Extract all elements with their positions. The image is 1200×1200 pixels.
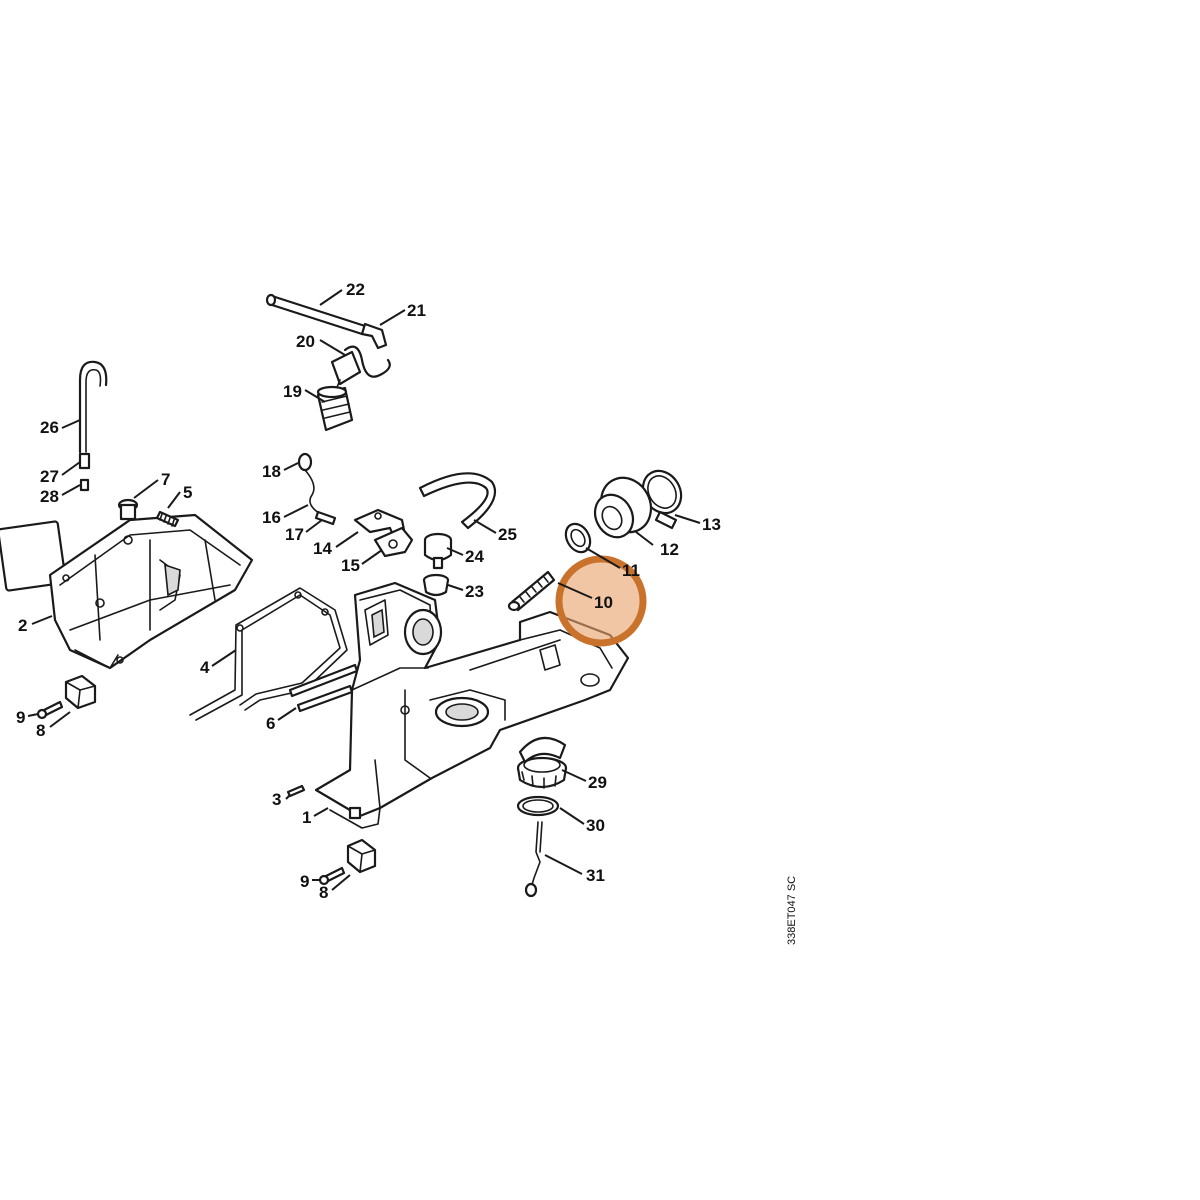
label-22[interactable]: 22 <box>346 280 365 299</box>
part-25-tube[interactable] <box>418 472 497 530</box>
part-31-oil-pickup[interactable] <box>524 821 543 898</box>
label-11[interactable]: 11 <box>622 561 640 580</box>
label-28[interactable]: 28 <box>40 487 59 506</box>
label-5[interactable]: 5 <box>183 483 192 502</box>
part-23-grommet[interactable] <box>422 573 450 597</box>
label-16[interactable]: 16 <box>262 508 281 527</box>
part-12-manifold[interactable] <box>588 469 661 544</box>
part-16-cable[interactable] <box>304 469 323 516</box>
part-19-fuel-filter[interactable] <box>316 385 354 432</box>
part-15-clip[interactable] <box>373 526 414 558</box>
label-18[interactable]: 18 <box>262 462 281 481</box>
part-17-sleeve[interactable] <box>314 510 337 526</box>
part-9-screw-upper[interactable] <box>36 700 64 720</box>
part-1-main-housing[interactable] <box>314 581 630 829</box>
label-17[interactable]: 17 <box>285 525 304 544</box>
label-15[interactable]: 15 <box>341 556 360 575</box>
part-13-hose-clamp[interactable] <box>635 464 688 530</box>
label-9-upper[interactable]: 9 <box>16 708 25 727</box>
part-29-oil-cap[interactable] <box>516 736 568 789</box>
label-9-lower[interactable]: 9 <box>300 872 309 891</box>
callout-labels: 22 21 20 19 26 27 28 7 5 18 16 17 14 15 … <box>16 280 721 902</box>
label-26[interactable]: 26 <box>40 418 59 437</box>
part-20-hose-section[interactable] <box>324 345 391 393</box>
leader-lines <box>27 289 701 891</box>
label-31[interactable]: 31 <box>586 866 605 885</box>
label-10[interactable]: 10 <box>594 593 613 612</box>
part-8-damper-lower[interactable] <box>346 838 377 874</box>
label-2[interactable]: 2 <box>18 616 27 635</box>
label-8-lower[interactable]: 8 <box>319 883 328 902</box>
part-8-damper-upper[interactable] <box>64 674 97 710</box>
part-11-gasket-ring[interactable] <box>561 520 595 557</box>
label-7[interactable]: 7 <box>161 470 170 489</box>
part-7-bolt[interactable] <box>117 498 139 521</box>
label-12[interactable]: 12 <box>660 540 679 559</box>
part-22-hose[interactable] <box>265 293 367 336</box>
label-19[interactable]: 19 <box>283 382 302 401</box>
part-10-fitting[interactable] <box>507 570 556 612</box>
label-4[interactable]: 4 <box>200 658 210 677</box>
part-2-housing[interactable] <box>0 513 254 670</box>
part-9-screw-lower[interactable] <box>318 866 346 886</box>
part-18-cable-end[interactable] <box>297 452 313 472</box>
part-30-o-ring[interactable] <box>516 795 560 817</box>
highlight-circle-part-10 <box>555 555 647 647</box>
label-1[interactable]: 1 <box>302 808 311 827</box>
label-29[interactable]: 29 <box>588 773 607 792</box>
label-25[interactable]: 25 <box>498 525 517 544</box>
label-14[interactable]: 14 <box>313 539 332 558</box>
part-26-pickup-tube[interactable] <box>78 360 108 492</box>
label-3[interactable]: 3 <box>272 790 281 809</box>
label-21[interactable]: 21 <box>407 301 426 320</box>
part-5-screw[interactable] <box>155 510 180 528</box>
label-6[interactable]: 6 <box>266 714 275 733</box>
label-20[interactable]: 20 <box>296 332 315 351</box>
label-24[interactable]: 24 <box>465 547 484 566</box>
part-3-pin[interactable] <box>286 784 306 798</box>
label-23[interactable]: 23 <box>465 582 484 601</box>
drawing-reference: 338ET047 SC <box>786 876 798 945</box>
label-13[interactable]: 13 <box>702 515 721 534</box>
label-27[interactable]: 27 <box>40 467 59 486</box>
label-8-upper[interactable]: 8 <box>36 721 45 740</box>
part-4-gasket[interactable] <box>189 587 348 721</box>
label-30[interactable]: 30 <box>586 816 605 835</box>
part-21-elbow[interactable] <box>360 322 388 350</box>
part-24-valve[interactable] <box>423 532 453 570</box>
